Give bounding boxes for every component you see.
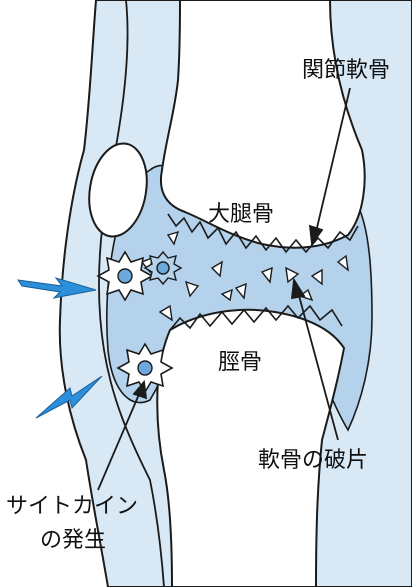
label-cytokine-line1: サイトカイン [6, 494, 138, 520]
label-cartilage-fragments: 軟骨の破片 [258, 448, 368, 474]
label-femur: 大腿骨 [208, 202, 274, 228]
label-cytokine-line2: の発生 [40, 528, 106, 554]
cytokine-cell [118, 269, 132, 283]
cytokine-cell [157, 262, 169, 274]
cytokine-cell [138, 361, 152, 375]
cytokine-burst-small [145, 252, 181, 284]
label-tibia: 脛骨 [218, 350, 262, 376]
label-articular-cartilage: 関節軟骨 [302, 58, 390, 84]
